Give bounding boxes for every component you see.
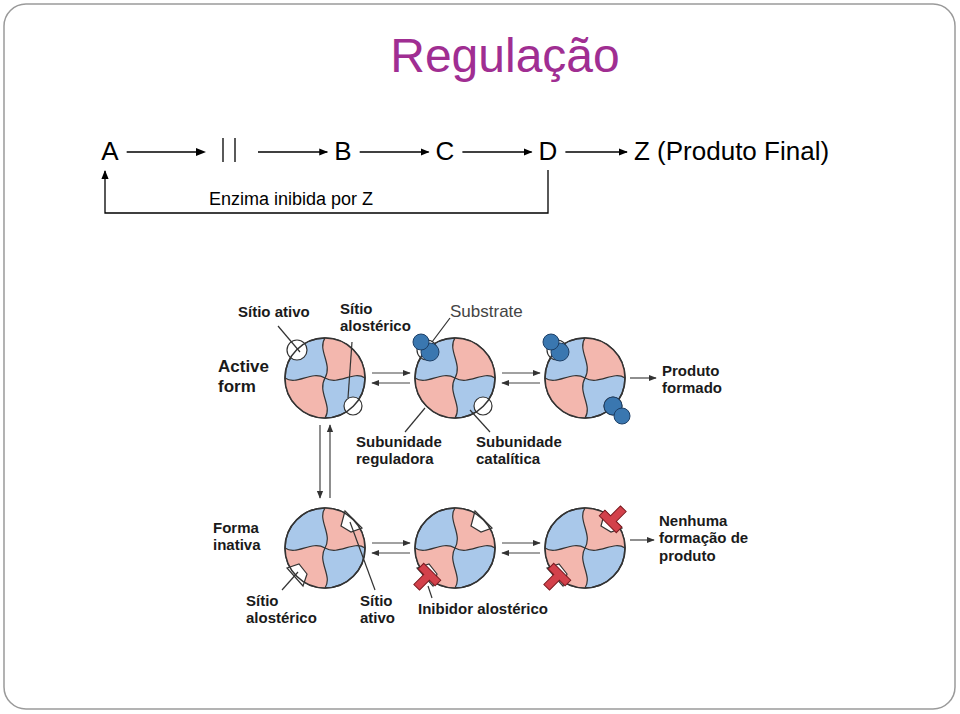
annotation-label: Subunidade catalítica xyxy=(476,433,586,468)
metabolite-label: Z (Produto Final) xyxy=(634,137,829,167)
metabolite-label: D xyxy=(539,137,558,167)
pathway-node: A xyxy=(97,135,122,169)
annotation-label: Sítio ativo xyxy=(238,303,348,320)
enzyme-active xyxy=(285,338,365,418)
pathway-node: B xyxy=(330,135,355,169)
leader-lines xyxy=(278,318,490,598)
pathway-arrow xyxy=(360,151,429,152)
slide-title: Regulação xyxy=(305,28,705,83)
enzyme-inhibited xyxy=(538,500,632,596)
annotation-label: Sítio ativo xyxy=(360,592,412,627)
pathway-node: Z (Produto Final) xyxy=(630,135,833,169)
pathway-arrow xyxy=(105,170,548,213)
enzyme-substrate xyxy=(413,334,495,418)
enzyme-inhibitor xyxy=(408,508,495,596)
annotation-label: Produto formado xyxy=(662,362,744,397)
pathway-node: D xyxy=(535,135,562,169)
metabolite-label: C xyxy=(436,137,455,167)
metabolite-label: A xyxy=(101,137,118,167)
slide-frame xyxy=(4,4,955,709)
annotation-label: Sítio alostérico xyxy=(340,300,425,335)
metabolite-label: B xyxy=(334,137,351,167)
annotation-label: Inibidor alostérico xyxy=(418,600,588,617)
enzyme-product xyxy=(543,334,630,424)
enzyme-inactive xyxy=(285,508,365,588)
annotation-label: Active form xyxy=(218,357,280,396)
feedback-label: Enzima inibida por Z xyxy=(206,189,376,210)
annotation-label: Forma inativa xyxy=(213,519,275,554)
annotation-label: Substrate xyxy=(450,302,550,322)
inhibition-bar xyxy=(196,138,258,162)
pathway-arrow xyxy=(565,151,627,152)
pathway-arrow xyxy=(462,151,531,152)
annotation-label: Subunidade reguladora xyxy=(356,433,466,468)
annotation-label: Sítio alostérico xyxy=(246,592,331,627)
annotation-label: Nenhuma formação de produto xyxy=(659,512,759,564)
pathway-node: C xyxy=(432,135,459,169)
equilibrium-arrows xyxy=(320,373,656,553)
